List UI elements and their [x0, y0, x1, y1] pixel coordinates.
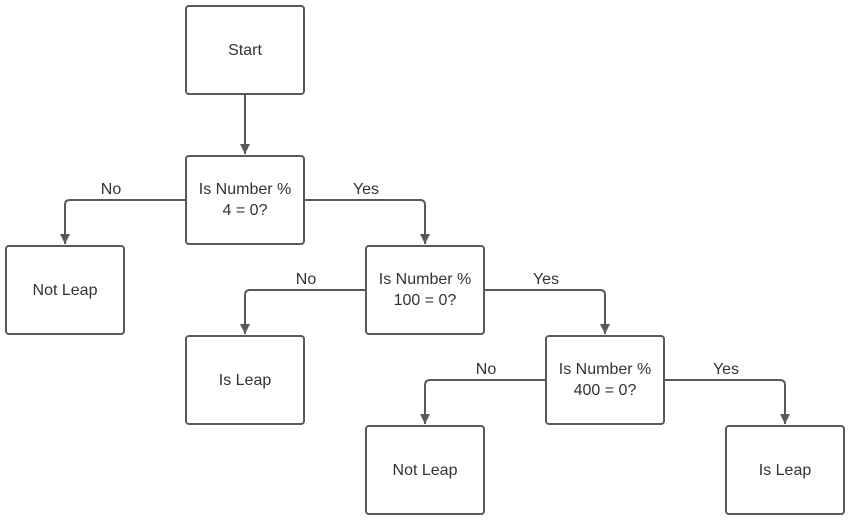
result-is-leap-1: Is Leap: [185, 335, 305, 425]
arrow-div4-no: [60, 199, 185, 244]
arrow-div100-no: [240, 289, 365, 334]
arrow-div400-no: [420, 379, 545, 424]
result-is-leap-2: Is Leap: [725, 425, 845, 515]
start-node: Start: [185, 5, 305, 95]
label-div400-no: No: [475, 361, 497, 378]
label-div400-yes: Yes: [712, 361, 740, 378]
label-div100-no: No: [295, 271, 317, 288]
label-div4-no: No: [100, 181, 122, 198]
decision-divisible-by-4: Is Number % 4 = 0?: [185, 155, 305, 245]
decision-divisible-by-100: Is Number % 100 = 0?: [365, 245, 485, 335]
arrow-div400-yes: [665, 379, 790, 424]
result-not-leap-2: Not Leap: [365, 425, 485, 515]
label-div4-yes: Yes: [352, 181, 380, 198]
label-div100-yes: Yes: [532, 271, 560, 288]
arrow-div4-yes: [305, 199, 430, 244]
result-not-leap-1: Not Leap: [5, 245, 125, 335]
decision-divisible-by-400: Is Number % 400 = 0?: [545, 335, 665, 425]
arrow-div100-yes: [485, 289, 610, 334]
